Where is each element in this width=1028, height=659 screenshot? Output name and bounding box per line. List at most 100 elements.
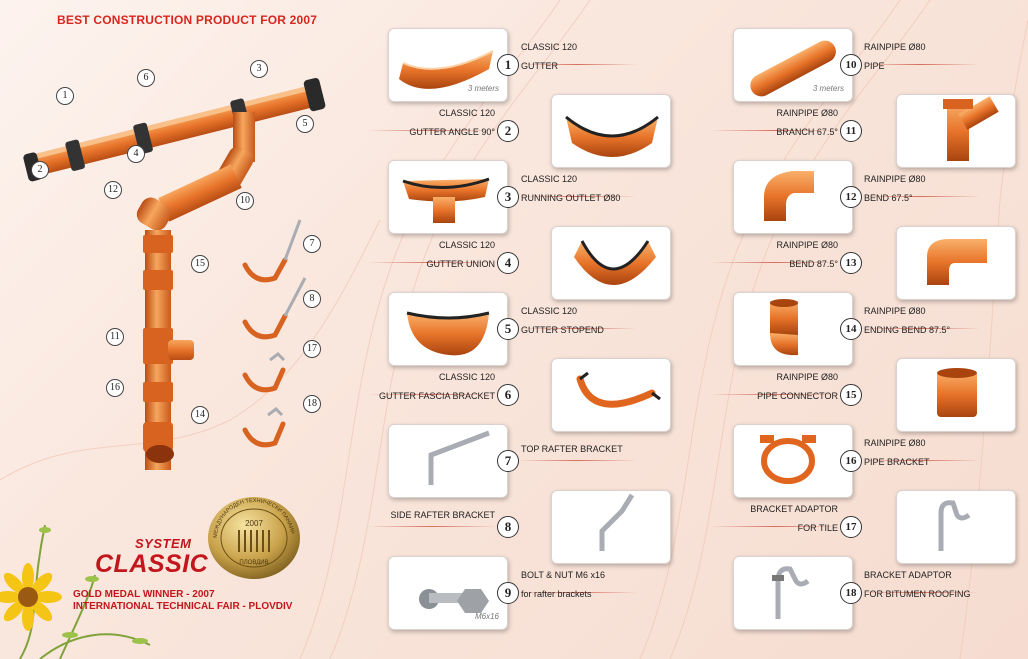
product-note-9: M6x16	[474, 612, 499, 621]
product-image-card-17	[896, 490, 1016, 564]
product-rule-12	[860, 196, 980, 197]
product-number-badge-11: 11	[840, 120, 862, 142]
brand-system-label: SYSTEM	[135, 536, 192, 551]
product-note-10: 3 meters	[812, 84, 844, 93]
product-label-15-line1: RAINPIPE Ø80	[776, 372, 838, 382]
product-label-4-line1: CLASSIC 120	[438, 240, 495, 250]
product-rule-16	[860, 460, 980, 461]
product-label-5-line1: CLASSIC 120	[521, 306, 578, 316]
product-illustration-2	[565, 115, 659, 157]
brand-classic-logo: CLASSIC	[95, 550, 209, 578]
product-image-card-16	[733, 424, 853, 498]
product-number-badge-18: 18	[840, 582, 862, 604]
product-rule-1	[517, 64, 637, 65]
product-rule-14	[860, 328, 980, 329]
product-illustration-7	[428, 430, 490, 485]
product-rule-7	[517, 460, 637, 461]
product-number-badge-3: 3	[497, 186, 519, 208]
product-illustration-5	[406, 311, 490, 356]
product-rule-6	[367, 394, 497, 395]
system-assembly-diagram	[23, 77, 326, 470]
diagram-callout-11: 11	[106, 328, 124, 346]
product-illustration-1	[399, 50, 494, 89]
diagram-callout-7: 7	[303, 235, 321, 253]
product-image-card-11	[896, 94, 1016, 168]
product-illustration-10	[750, 40, 836, 97]
product-label-10-line1: RAINPIPE Ø80	[864, 42, 926, 52]
diagram-callout-14: 14	[191, 406, 209, 424]
sunflower-decoration	[0, 524, 151, 659]
product-image-card-5	[388, 292, 508, 366]
diagram-callout-10: 10	[236, 192, 254, 210]
page-headline: BEST CONSTRUCTION PRODUCT FOR 2007	[57, 13, 318, 27]
product-label-17-line2: FOR TILE	[797, 523, 838, 533]
product-number-badge-5: 5	[497, 318, 519, 340]
award-line-2: INTERNATIONAL TECHNICAL FAIR - PLOVDIV	[73, 601, 293, 612]
product-illustration-6	[576, 371, 661, 408]
product-illustration-11	[943, 96, 999, 161]
product-rule-17	[710, 526, 840, 527]
product-label-9-line2: for rafter brackets	[521, 589, 592, 599]
product-illustration-18	[772, 566, 810, 619]
diagram-callout-16: 16	[106, 379, 124, 397]
product-number-badge-15: 15	[840, 384, 862, 406]
product-number-badge-13: 13	[840, 252, 862, 274]
product-label-12-line2: BEND 67.5°	[864, 193, 913, 203]
product-label-14-line1: RAINPIPE Ø80	[864, 306, 926, 316]
product-number-badge-9: 9	[497, 582, 519, 604]
product-image-card-13	[896, 226, 1016, 300]
product-number-badge-10: 10	[840, 54, 862, 76]
gold-medal-seal: 2007 ПЛОВДИВ МЕЖДУНАРОДЕН ТЕХНИЧЕСКИ ПАН…	[208, 497, 300, 579]
product-rule-18	[860, 592, 980, 593]
product-illustration-17	[938, 500, 971, 551]
product-label-17-line1: BRACKET ADAPTOR	[750, 504, 838, 514]
product-label-6-line1: CLASSIC 120	[438, 372, 495, 382]
diagram-callout-8: 8	[303, 290, 321, 308]
medal-city: ПЛОВДИВ	[239, 560, 268, 566]
product-rule-4	[367, 262, 497, 263]
product-image-card-6	[551, 358, 671, 432]
product-label-3-line2: RUNNING OUTLET Ø80	[521, 193, 621, 203]
diagram-callout-5: 5	[296, 115, 314, 133]
product-rule-8	[367, 526, 497, 527]
product-number-badge-2: 2	[497, 120, 519, 142]
medal-year: 2007	[245, 519, 263, 528]
product-illustration-8	[599, 493, 635, 551]
product-note-1: 3 meters	[467, 84, 499, 93]
product-image-card-8	[551, 490, 671, 564]
diagram-callout-1: 1	[56, 87, 74, 105]
product-number-badge-4: 4	[497, 252, 519, 274]
product-illustration-4	[574, 240, 656, 285]
product-image-card-3	[388, 160, 508, 234]
product-rule-2	[367, 130, 497, 131]
product-label-16-line1: RAINPIPE Ø80	[864, 438, 926, 448]
product-image-card-10: 3 meters	[733, 28, 853, 102]
diagram-callout-12: 12	[104, 181, 122, 199]
product-illustration-15	[937, 368, 977, 417]
product-label-18-line2: FOR BITUMEN ROOFING	[864, 589, 971, 599]
product-number-badge-8: 8	[497, 516, 519, 538]
product-image-card-14	[733, 292, 853, 366]
product-label-13-line1: RAINPIPE Ø80	[776, 240, 838, 250]
product-illustration-13	[927, 239, 987, 285]
product-label-1-line2: GUTTER	[521, 61, 558, 71]
product-illustration-12	[764, 171, 814, 221]
product-image-card-2	[551, 94, 671, 168]
product-image-card-7	[388, 424, 508, 498]
product-label-11-line1: RAINPIPE Ø80	[776, 108, 838, 118]
product-rule-11	[710, 130, 840, 131]
diagram-callout-2: 2	[31, 161, 49, 179]
diagram-callout-18: 18	[303, 395, 321, 413]
product-rule-5	[517, 328, 637, 329]
product-label-6-line2: GUTTER FASCIA BRACKET	[378, 391, 495, 401]
product-image-card-9: M6x16	[388, 556, 508, 630]
diagram-callout-17: 17	[303, 340, 321, 358]
diagram-callout-15: 15	[191, 255, 209, 273]
product-image-card-12	[733, 160, 853, 234]
product-illustration-3	[402, 177, 490, 223]
product-label-8-line1: SIDE RAFTER BRACKET	[390, 510, 495, 520]
product-label-11-line2: BRANCH 67.5°	[776, 127, 838, 137]
product-label-9-line1: BOLT & NUT M6 x16	[521, 570, 606, 580]
product-image-card-4	[551, 226, 671, 300]
diagram-callout-6: 6	[137, 69, 155, 87]
